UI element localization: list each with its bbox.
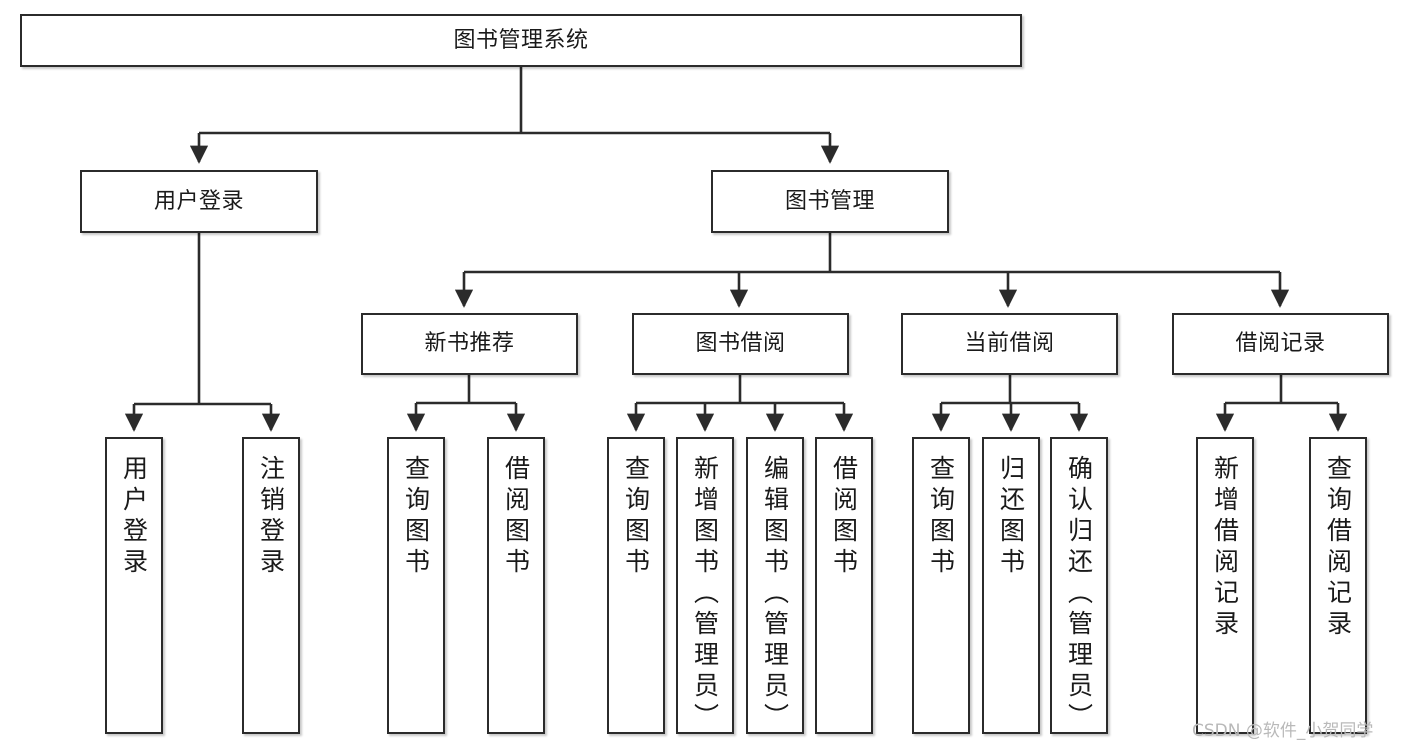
node-label: 当前借阅 bbox=[964, 331, 1055, 357]
node-label: 查询图书 bbox=[401, 455, 431, 579]
node-label: 图书管理 bbox=[784, 188, 875, 214]
leaf-borrow-borrow-books[interactable]: 借阅图书 bbox=[815, 437, 873, 734]
node-label: 确认归还（管理员） bbox=[1064, 455, 1094, 734]
node-label: 用户登录 bbox=[153, 188, 244, 214]
node-label: 新增借阅记录 bbox=[1210, 455, 1240, 641]
leaf-new-book-search-books[interactable]: 查询图书 bbox=[387, 437, 445, 734]
node-book-borrowing[interactable]: 图书借阅 bbox=[632, 313, 849, 375]
node-label: 借阅图书 bbox=[829, 455, 859, 579]
node-label: 查询借阅记录 bbox=[1323, 455, 1353, 641]
leaf-current-return-books[interactable]: 归还图书 bbox=[982, 437, 1040, 734]
node-label: 图书管理系统 bbox=[453, 27, 589, 53]
leaf-new-book-borrow-books[interactable]: 借阅图书 bbox=[487, 437, 545, 734]
node-label: 新增图书（管理员） bbox=[690, 455, 720, 734]
node-label: 图书借阅 bbox=[695, 331, 786, 357]
node-borrowing-records[interactable]: 借阅记录 bbox=[1172, 313, 1389, 375]
node-label: 用户登录 bbox=[119, 455, 149, 579]
node-root-book-management-system[interactable]: 图书管理系统 bbox=[20, 14, 1022, 67]
node-current-borrowing[interactable]: 当前借阅 bbox=[901, 313, 1118, 375]
leaf-records-add-record[interactable]: 新增借阅记录 bbox=[1196, 437, 1254, 734]
node-label: 新书推荐 bbox=[424, 331, 515, 357]
node-label: 归还图书 bbox=[996, 455, 1026, 579]
leaf-borrow-add-book-admin[interactable]: 新增图书（管理员） bbox=[676, 437, 734, 734]
node-label: 查询图书 bbox=[926, 455, 956, 579]
leaf-current-confirm-return-admin[interactable]: 确认归还（管理员） bbox=[1050, 437, 1108, 734]
leaf-user-login-sign-out[interactable]: 注销登录 bbox=[242, 437, 300, 734]
watermark-text: CSDN @软件_小贺同学 bbox=[1192, 721, 1374, 741]
leaf-records-search-record[interactable]: 查询借阅记录 bbox=[1309, 437, 1367, 734]
node-label: 查询图书 bbox=[621, 455, 651, 579]
node-user-login[interactable]: 用户登录 bbox=[80, 170, 318, 233]
node-label: 注销登录 bbox=[256, 455, 286, 579]
leaf-borrow-edit-book-admin[interactable]: 编辑图书（管理员） bbox=[746, 437, 804, 734]
node-new-book-recommendation[interactable]: 新书推荐 bbox=[361, 313, 578, 375]
leaf-user-login-sign-in[interactable]: 用户登录 bbox=[105, 437, 163, 734]
node-book-management[interactable]: 图书管理 bbox=[711, 170, 949, 233]
node-label: 借阅记录 bbox=[1235, 331, 1326, 357]
node-label: 编辑图书（管理员） bbox=[760, 455, 790, 734]
node-label: 借阅图书 bbox=[501, 455, 531, 579]
leaf-current-search-books[interactable]: 查询图书 bbox=[912, 437, 970, 734]
leaf-borrow-search-books[interactable]: 查询图书 bbox=[607, 437, 665, 734]
